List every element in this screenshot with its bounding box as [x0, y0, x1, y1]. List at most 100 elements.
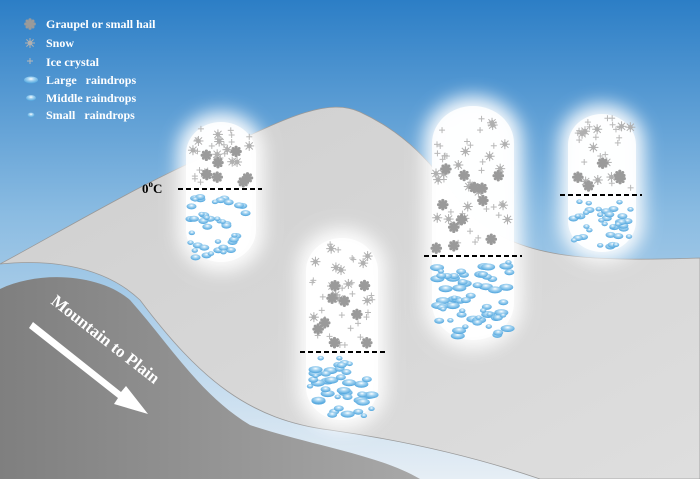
snowflake — [362, 250, 374, 262]
large-raindrop — [311, 396, 326, 404]
snowflake — [499, 138, 511, 150]
small-raindrop — [219, 219, 226, 224]
snowflake — [309, 256, 321, 268]
middle-raindrop — [234, 202, 245, 209]
legend-label-middle-raindrops: Middle raindrops — [46, 91, 136, 105]
graupel — [241, 172, 254, 184]
small-raindrop — [570, 237, 578, 243]
small-raindrop — [627, 207, 634, 212]
graupel-icon — [24, 18, 36, 30]
middle-raindrop — [225, 247, 236, 254]
middle-raindrop — [336, 362, 347, 369]
freezing-level-lines — [178, 188, 642, 353]
small-raindrop — [475, 315, 482, 320]
graupel — [492, 169, 505, 182]
large-raindrop-icon — [24, 76, 38, 84]
snowflake — [576, 128, 588, 140]
middle-raindrop — [608, 206, 619, 213]
middle-raindrop — [504, 269, 515, 276]
middle-raindrop — [202, 223, 213, 230]
small-raindrop — [211, 199, 219, 205]
middle-raindrop — [333, 405, 344, 412]
middle-raindrop — [190, 254, 201, 261]
snowflake — [501, 213, 513, 225]
small-raindrop — [574, 213, 581, 219]
small-raindrop — [583, 224, 590, 229]
middle-raindrop — [357, 391, 368, 398]
small-raindrop — [214, 216, 221, 222]
graupel — [430, 242, 443, 255]
small-raindrop — [479, 308, 487, 313]
graupel — [485, 233, 498, 246]
small-raindrop — [485, 324, 492, 329]
small-raindrop — [486, 311, 493, 317]
middle-raindrop — [448, 272, 459, 279]
middle-raindrop — [320, 370, 331, 377]
direction-arrow — [29, 322, 148, 414]
middle-raindrop — [327, 411, 338, 418]
large-raindrop — [452, 327, 467, 335]
middle-raindrop — [617, 213, 628, 220]
graupel — [328, 336, 341, 349]
graupel — [447, 239, 460, 252]
graupel — [200, 149, 213, 162]
snowflake — [605, 171, 617, 183]
small-raindrop — [334, 394, 341, 400]
small-raindrop — [597, 212, 604, 218]
graupel — [596, 157, 609, 169]
snowflake — [221, 144, 233, 156]
large-raindrop — [354, 380, 369, 388]
snowflake — [213, 136, 225, 148]
snowflake — [342, 278, 354, 290]
snowflake — [487, 119, 499, 131]
snowflake — [212, 128, 224, 140]
middle-raindrop — [465, 292, 476, 299]
small-raindrop — [609, 224, 616, 229]
snowflake — [462, 201, 474, 213]
large-raindrop — [340, 410, 355, 418]
small-raindrop — [336, 355, 343, 361]
legend-item-graupel: Graupel or small hail — [24, 17, 156, 31]
middle-raindrop — [498, 299, 509, 306]
legend-item-middle-raindrops: Middle raindrops — [26, 91, 136, 105]
legend: Graupel or small hail Snow Ice crystal L… — [24, 17, 156, 122]
small-raindrop — [576, 199, 583, 205]
large-raindrop — [445, 302, 460, 310]
small-raindrop — [451, 295, 458, 301]
middle-raindrop — [188, 215, 199, 222]
middle-raindrop — [472, 282, 483, 289]
large-raindrop — [450, 332, 465, 340]
large-raindrop — [336, 386, 351, 394]
small-raindrop — [505, 260, 512, 265]
snowflake — [361, 295, 373, 307]
middle-raindrop — [308, 376, 319, 383]
graupel — [582, 180, 595, 192]
small-raindrop — [191, 248, 198, 253]
legend-item-snow: Snow — [24, 36, 74, 50]
small-raindrop — [582, 210, 590, 215]
graupel — [318, 317, 331, 329]
middle-raindrop — [228, 236, 239, 243]
small-raindrop — [614, 221, 622, 227]
small-raindrop — [601, 221, 608, 227]
middle-raindrop — [472, 319, 483, 326]
middle-raindrop — [342, 394, 353, 401]
graupel — [476, 182, 488, 195]
graupel — [338, 295, 351, 307]
snowflake — [431, 212, 443, 224]
small-raindrop — [612, 242, 620, 248]
cloud-1 — [178, 112, 264, 272]
small-raindrop — [191, 197, 199, 202]
graupel — [440, 163, 452, 175]
terrain-front-face — [0, 277, 420, 479]
middle-raindrop — [223, 199, 234, 206]
graupel — [230, 145, 242, 158]
graupel — [613, 169, 626, 182]
large-raindrop — [452, 284, 467, 292]
small-raindrop — [306, 383, 314, 389]
graupel — [436, 198, 449, 211]
middle-raindrop — [361, 376, 372, 383]
large-raindrop — [499, 283, 514, 291]
middle-raindrop — [221, 222, 232, 229]
small-raindrop — [459, 308, 466, 314]
